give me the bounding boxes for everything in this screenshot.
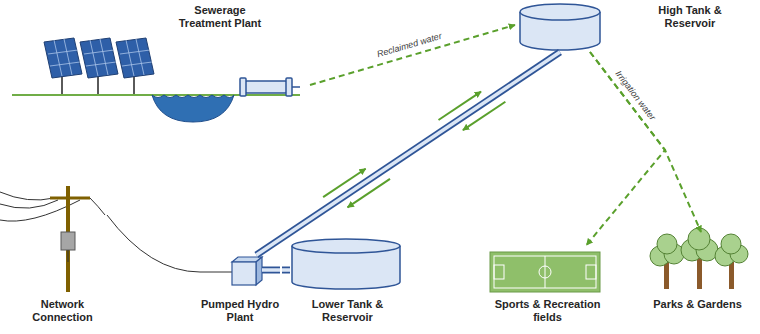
pipe-wall bbox=[282, 267, 290, 274]
node-label: Sewerage Treatment Plant bbox=[170, 4, 270, 30]
arrow-end bbox=[310, 25, 515, 85]
sports-field bbox=[490, 252, 600, 292]
node-label: Network Connection bbox=[20, 298, 105, 324]
sports-field: Sports & Recreation fields bbox=[480, 245, 617, 334]
lower-tank: Lower Tank & Reservoir bbox=[290, 238, 407, 334]
high-tank: High Tank & Reservoir bbox=[515, 0, 750, 52]
flow-direction-arrow bbox=[323, 169, 366, 197]
flow-direction-arrow bbox=[439, 92, 482, 120]
node-label: Pumped Hydro Plant bbox=[200, 298, 280, 324]
treatment-unit bbox=[240, 78, 300, 96]
power-pole bbox=[0, 186, 105, 292]
dashed-flow bbox=[590, 52, 701, 232]
ground-line bbox=[12, 94, 300, 96]
pipe-wall bbox=[256, 52, 560, 255]
water-flow-arrow bbox=[587, 52, 665, 245]
treatment-pond bbox=[152, 95, 234, 122]
pipe-bore bbox=[256, 52, 560, 255]
flow-direction-arrow bbox=[463, 102, 506, 130]
park-trees bbox=[650, 228, 748, 289]
node-label: Lower Tank & Reservoir bbox=[290, 298, 405, 324]
arrow-end bbox=[665, 150, 701, 232]
dashed-flow bbox=[587, 52, 665, 245]
water-flow-arrow bbox=[590, 52, 701, 232]
flow-direction-arrow bbox=[348, 179, 391, 207]
pipe-bore bbox=[282, 268, 290, 272]
water-pipe bbox=[256, 52, 560, 255]
power-wire bbox=[107, 215, 200, 272]
solar-panels bbox=[44, 38, 154, 95]
pumped-hydro-plant: Pumped Hydro Plant bbox=[200, 255, 282, 334]
pipe-stub bbox=[262, 270, 280, 271]
wire-stub bbox=[200, 272, 232, 273]
pumped-hydro-box bbox=[232, 257, 262, 285]
water-pipe bbox=[282, 270, 290, 271]
parks-gardens: Parks & Gardens bbox=[640, 232, 757, 334]
node-label: Parks & Gardens bbox=[640, 298, 755, 311]
wire-line bbox=[107, 215, 200, 272]
treatment-plant: Sewerage Treatment Plant bbox=[10, 0, 310, 100]
high-tank bbox=[520, 4, 600, 50]
flow-label: Irrigation water bbox=[611, 67, 657, 123]
water-flow-arrow bbox=[310, 25, 515, 85]
lower-tank bbox=[292, 239, 400, 289]
network-connection: Network Connection bbox=[20, 180, 107, 334]
node-label: Sports & Recreation fields bbox=[480, 298, 615, 324]
arrow-end bbox=[587, 150, 665, 245]
dashed-flow bbox=[310, 25, 515, 85]
node-label: High Tank & Reservoir bbox=[640, 4, 740, 30]
